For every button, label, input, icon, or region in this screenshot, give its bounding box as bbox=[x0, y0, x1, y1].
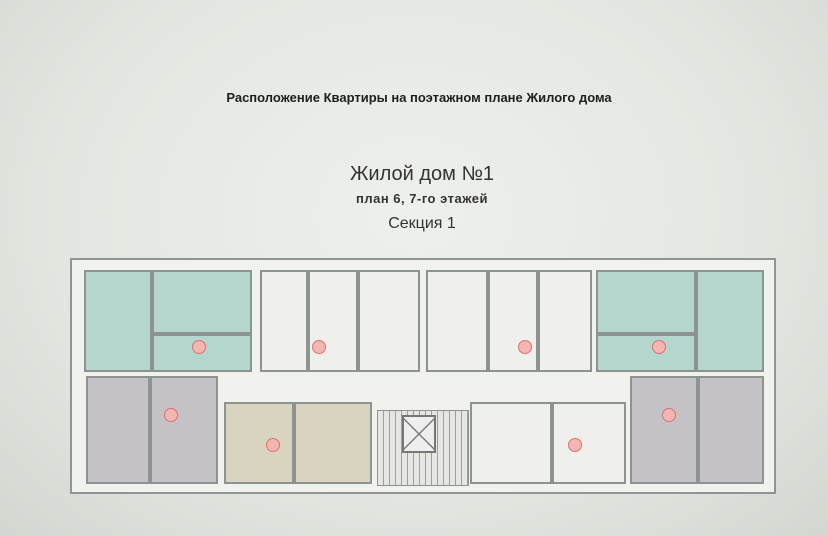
apartment-beige-room[interactable] bbox=[294, 402, 372, 484]
apartment-gray-left-room[interactable] bbox=[150, 376, 218, 484]
apartment-white-room[interactable] bbox=[260, 270, 308, 372]
apartment-teal-right-room[interactable] bbox=[596, 334, 696, 372]
building-title: Жилой дом №1 bbox=[349, 163, 495, 185]
apartment-white-room[interactable] bbox=[552, 402, 626, 484]
apartment-marker-icon bbox=[192, 340, 206, 354]
apartment-marker-icon bbox=[662, 408, 676, 422]
apartment-marker-icon bbox=[312, 340, 326, 354]
apartment-white-room[interactable] bbox=[538, 270, 592, 372]
apartment-marker-icon bbox=[652, 340, 666, 354]
apartment-gray-right-room[interactable] bbox=[698, 376, 764, 484]
apartment-teal-left-room[interactable] bbox=[84, 270, 152, 372]
apartment-white-room[interactable] bbox=[308, 270, 358, 372]
apartment-white-room[interactable] bbox=[358, 270, 420, 372]
apartment-marker-icon bbox=[164, 408, 178, 422]
floors-subtitle: план 6, 7-го этажей bbox=[356, 191, 488, 206]
apartment-marker-icon bbox=[568, 438, 582, 452]
apartment-gray-left-room[interactable] bbox=[86, 376, 150, 484]
page-heading: Расположение Квартиры на поэтажном плане… bbox=[226, 90, 612, 105]
elevator-icon bbox=[402, 415, 436, 453]
apartment-teal-right-room[interactable] bbox=[596, 270, 696, 334]
apartment-marker-icon bbox=[266, 438, 280, 452]
apartment-white-room[interactable] bbox=[470, 402, 552, 484]
apartment-white-room[interactable] bbox=[426, 270, 488, 372]
apartment-beige-room[interactable] bbox=[224, 402, 294, 484]
section-title: Секция 1 bbox=[388, 215, 456, 232]
apartment-gray-right-room[interactable] bbox=[630, 376, 698, 484]
apartment-teal-left-room[interactable] bbox=[152, 270, 252, 334]
apartment-teal-right-room[interactable] bbox=[696, 270, 764, 372]
floor-plan bbox=[70, 258, 776, 494]
apartment-white-room[interactable] bbox=[488, 270, 538, 372]
apartment-marker-icon bbox=[518, 340, 532, 354]
